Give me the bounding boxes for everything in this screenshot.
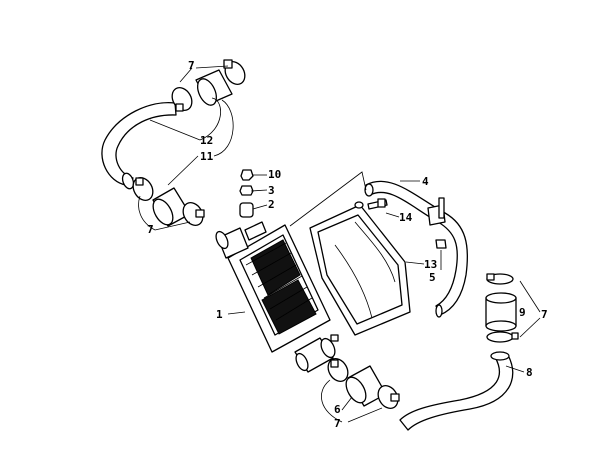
callout-7-right: 7 [541,308,548,321]
callout-10: 10 [268,168,281,181]
nut-item-3 [239,185,254,196]
callout-9: 9 [519,306,526,319]
intercooler-core [215,221,339,373]
upper-left-hose [101,101,177,190]
mid-clamp-left [132,177,154,201]
air-shroud [309,201,411,336]
callout-14: 14 [399,211,413,224]
leader-lines [138,65,541,423]
mid-coupler [152,187,191,227]
callout-6: 6 [334,403,341,416]
callout-labels: 7 12 11 10 3 2 7 1 4 14 13 5 9 7 8 6 7 [147,59,548,430]
right-coupler [485,292,517,332]
bolt-item-14 [367,198,388,210]
right-clamp-bottom [486,331,519,343]
callout-7-middle: 7 [147,223,154,236]
right-clamp-top [486,273,514,285]
callout-8: 8 [526,366,533,379]
lower-coupler [345,365,387,407]
callout-7-top: 7 [188,59,195,72]
callout-3: 3 [268,184,275,197]
callout-4: 4 [422,175,429,188]
upper-hose-clamp-top [223,59,246,85]
callout-11: 11 [200,150,214,163]
lower-clamp-left [327,358,349,382]
spacer-item-2 [239,202,254,218]
upper-hose-clamp-bottom [171,87,193,112]
callout-12: 12 [200,134,213,147]
callout-7-bottom: 7 [334,417,341,430]
lower-clamp-right [377,385,400,409]
callout-2: 2 [268,198,275,211]
lower-hose [399,351,514,431]
upper-coupler [195,69,233,106]
mid-clamp-right [182,202,205,226]
callout-1: 1 [216,308,223,321]
right-upper-tube [364,180,469,318]
cap-item-10 [240,169,254,181]
callout-5: 5 [429,271,436,284]
grommet-item-5 [435,239,447,249]
callout-13: 13 [424,258,437,271]
